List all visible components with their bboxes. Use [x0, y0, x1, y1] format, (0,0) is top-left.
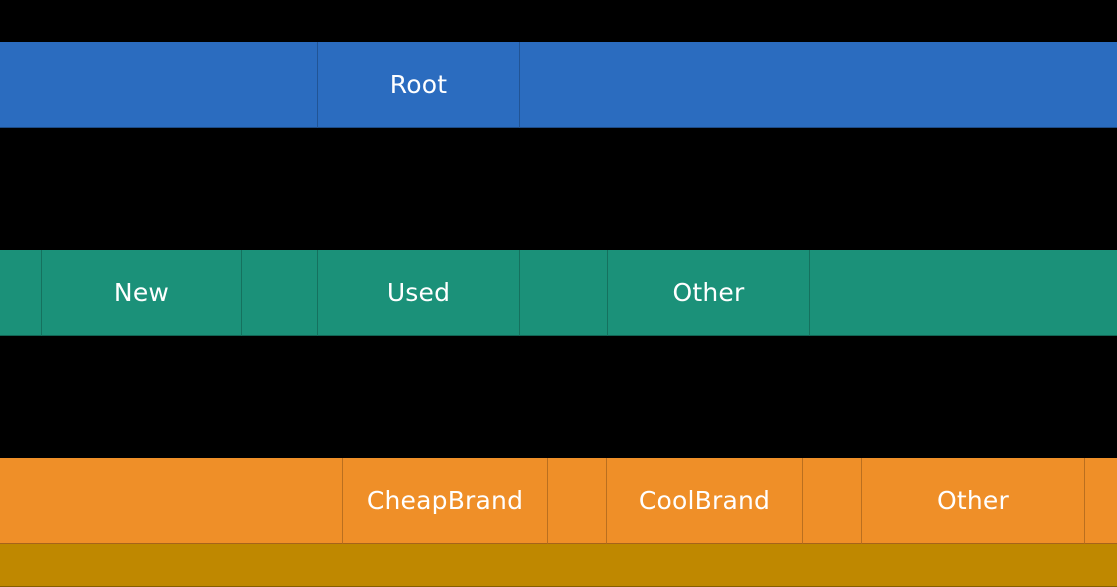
icicle-node-root-2[interactable]	[520, 42, 1117, 128]
icicle-node-brand-0[interactable]	[0, 458, 343, 544]
icicle-node-label: Other	[672, 278, 745, 307]
icicle-node-other[interactable]: Other	[862, 458, 1085, 544]
icicle-node-root[interactable]: Root	[318, 42, 520, 128]
icicle-node-leaf-0[interactable]	[0, 544, 1117, 587]
icicle-node-condition-2[interactable]	[242, 250, 318, 336]
icicle-node-brand-6[interactable]	[1085, 458, 1117, 544]
icicle-node-cheapbrand[interactable]: CheapBrand	[343, 458, 548, 544]
icicle-level-leaf	[0, 544, 1117, 587]
icicle-node-label: Used	[386, 278, 451, 307]
icicle-node-brand-4[interactable]	[803, 458, 862, 544]
icicle-level-brand: CheapBrand CoolBrand Other	[0, 458, 1117, 544]
icicle-node-label: CheapBrand	[366, 486, 524, 515]
icicle-node-used[interactable]: Used	[318, 250, 520, 336]
icicle-node-coolbrand[interactable]: CoolBrand	[607, 458, 803, 544]
icicle-node-label: Other	[937, 486, 1009, 515]
icicle-node-label: CoolBrand	[638, 486, 771, 515]
icicle-node-new[interactable]: New	[42, 250, 242, 336]
icicle-node-other[interactable]: Other	[608, 250, 810, 336]
icicle-level-condition: New Used Other	[0, 250, 1117, 336]
icicle-node-condition-4[interactable]	[520, 250, 608, 336]
icicle-node-root-0[interactable]	[0, 42, 318, 128]
icicle-node-brand-2[interactable]	[548, 458, 607, 544]
icicle-node-label: Root	[389, 70, 448, 99]
icicle-node-condition-6[interactable]	[810, 250, 1117, 336]
icicle-node-label: New	[113, 278, 170, 307]
icicle-node-condition-0[interactable]	[0, 250, 42, 336]
icicle-level-root: Root	[0, 42, 1117, 128]
